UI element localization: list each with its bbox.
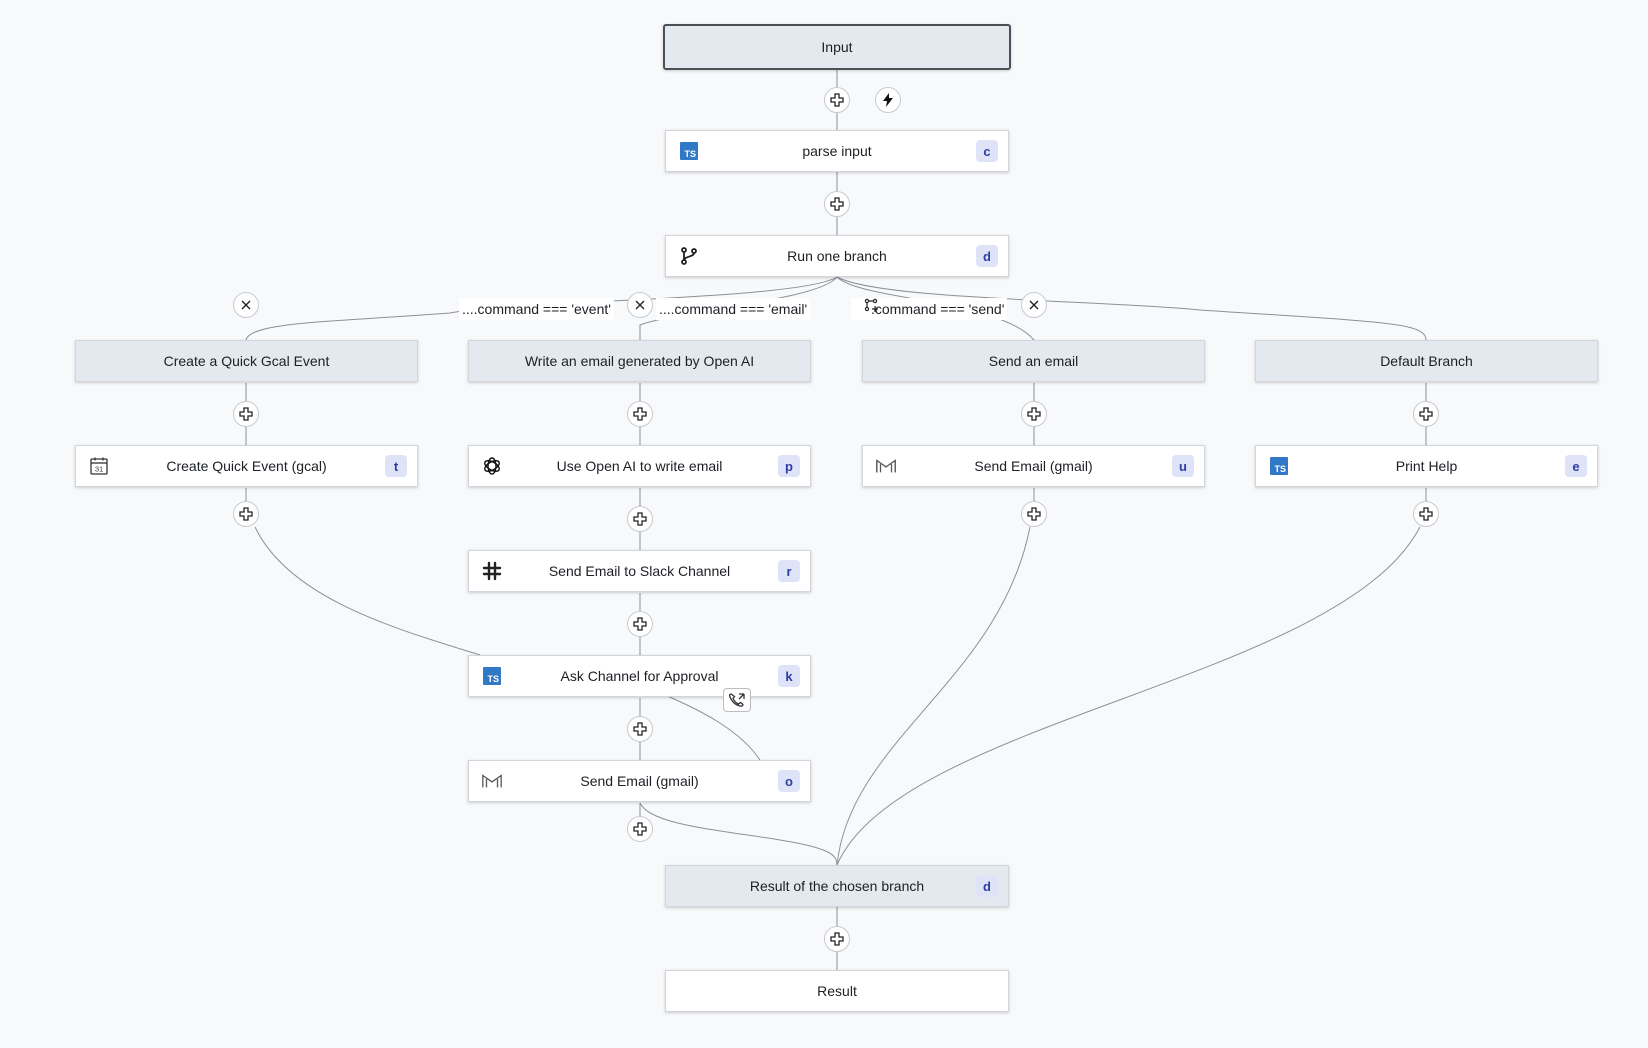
- use-openai-node[interactable]: Use Open AI to write email p: [468, 445, 811, 487]
- add-step-plus-icon[interactable]: [627, 611, 653, 637]
- add-step-plus-icon[interactable]: [1021, 401, 1047, 427]
- result-node[interactable]: Result: [665, 970, 1009, 1012]
- branch-icon: [678, 245, 700, 267]
- use-openai-badge: p: [778, 455, 800, 477]
- edge-approval-to-gmail-o: [664, 694, 761, 761]
- parse-input-label: parse input: [802, 143, 872, 159]
- condition-email-label[interactable]: ....command === 'email': [656, 298, 811, 320]
- branch-default-node[interactable]: Default Branch: [1255, 340, 1598, 382]
- send-email-gmail-o-label: Send Email (gmail): [580, 773, 699, 789]
- print-help-node[interactable]: TS Print Help e: [1255, 445, 1598, 487]
- parse-input-node[interactable]: TS parse input c: [665, 130, 1009, 172]
- remove-branch-event-button[interactable]: [233, 292, 259, 318]
- gmail-icon: [481, 770, 503, 792]
- input-node[interactable]: Input: [663, 24, 1011, 70]
- print-help-badge: e: [1565, 455, 1587, 477]
- calendar-icon: 31: [88, 455, 110, 477]
- svg-text:31: 31: [95, 465, 103, 474]
- add-step-plus-icon[interactable]: [233, 401, 259, 427]
- add-step-plus-icon[interactable]: [824, 191, 850, 217]
- typescript-icon: TS: [481, 665, 503, 687]
- run-one-branch-label: Run one branch: [787, 248, 887, 264]
- add-step-plus-icon[interactable]: [1413, 401, 1439, 427]
- create-quick-event-label: Create Quick Event (gcal): [166, 458, 327, 474]
- ask-approval-node[interactable]: TS Ask Channel for Approval k: [468, 655, 811, 697]
- ask-approval-label: Ask Channel for Approval: [560, 668, 719, 684]
- add-step-plus-icon[interactable]: [824, 926, 850, 952]
- edge-col4-to-result: [836, 526, 1421, 866]
- send-slack-badge: r: [778, 560, 800, 582]
- remove-branch-send-button[interactable]: [1021, 292, 1047, 318]
- edge-col3-to-result: [836, 526, 1031, 866]
- branch-default-label: Default Branch: [1380, 353, 1473, 369]
- send-email-gmail-u-badge: u: [1172, 455, 1194, 477]
- create-quick-event-badge: t: [385, 455, 407, 477]
- result-chosen-node[interactable]: Result of the chosen branch d: [665, 865, 1009, 907]
- branch-event-label: Create a Quick Gcal Event: [163, 353, 330, 369]
- use-openai-label: Use Open AI to write email: [556, 458, 723, 474]
- add-step-plus-icon[interactable]: [627, 816, 653, 842]
- branch-openai-label: Write an email generated by Open AI: [524, 353, 755, 369]
- add-branch-icon[interactable]: [858, 292, 884, 318]
- typescript-icon: TS: [678, 140, 700, 162]
- edge-col1-to-approval: [254, 526, 481, 656]
- add-step-plus-icon[interactable]: [627, 716, 653, 742]
- openai-icon: [481, 455, 503, 477]
- condition-send-label[interactable]: .command === 'send': [851, 298, 1008, 320]
- approval-phone-icon[interactable]: [723, 688, 751, 712]
- slack-icon: [481, 560, 503, 582]
- parse-input-badge: c: [976, 140, 998, 162]
- typescript-icon: TS: [1268, 455, 1290, 477]
- send-email-gmail-u-label: Send Email (gmail): [974, 458, 1093, 474]
- add-step-plus-icon[interactable]: [824, 87, 850, 113]
- add-step-plus-icon[interactable]: [627, 401, 653, 427]
- ask-approval-badge: k: [778, 665, 800, 687]
- trigger-bolt-icon[interactable]: [875, 87, 901, 113]
- add-step-plus-icon[interactable]: [1413, 501, 1439, 527]
- result-chosen-label: Result of the chosen branch: [749, 878, 925, 894]
- condition-event-label[interactable]: ....command === 'event': [459, 298, 614, 320]
- print-help-label: Print Help: [1395, 458, 1458, 474]
- edge-col2-to-result: [639, 802, 838, 866]
- branch-send-label: Send an email: [988, 353, 1079, 369]
- branch-send-node[interactable]: Send an email: [862, 340, 1205, 382]
- send-slack-node[interactable]: Send Email to Slack Channel r: [468, 550, 811, 592]
- input-node-label: Input: [821, 39, 853, 55]
- send-email-gmail-o-badge: o: [778, 770, 800, 792]
- result-chosen-badge: d: [976, 875, 998, 897]
- add-step-plus-icon[interactable]: [1021, 501, 1047, 527]
- send-email-gmail-o-node[interactable]: Send Email (gmail) o: [468, 760, 811, 802]
- gmail-icon: [875, 455, 897, 477]
- send-email-gmail-u-node[interactable]: Send Email (gmail) u: [862, 445, 1205, 487]
- add-step-plus-icon[interactable]: [233, 501, 259, 527]
- result-label: Result: [817, 983, 857, 999]
- add-step-plus-icon[interactable]: [627, 506, 653, 532]
- branch-event-node[interactable]: Create a Quick Gcal Event: [75, 340, 418, 382]
- create-quick-event-node[interactable]: 31 Create Quick Event (gcal) t: [75, 445, 418, 487]
- remove-branch-email-button[interactable]: [627, 292, 653, 318]
- edge-split-default: [836, 276, 1427, 341]
- send-slack-label: Send Email to Slack Channel: [548, 563, 731, 579]
- run-one-branch-badge: d: [976, 245, 998, 267]
- branch-openai-node[interactable]: Write an email generated by Open AI: [468, 340, 811, 382]
- run-one-branch-node[interactable]: Run one branch d: [665, 235, 1009, 277]
